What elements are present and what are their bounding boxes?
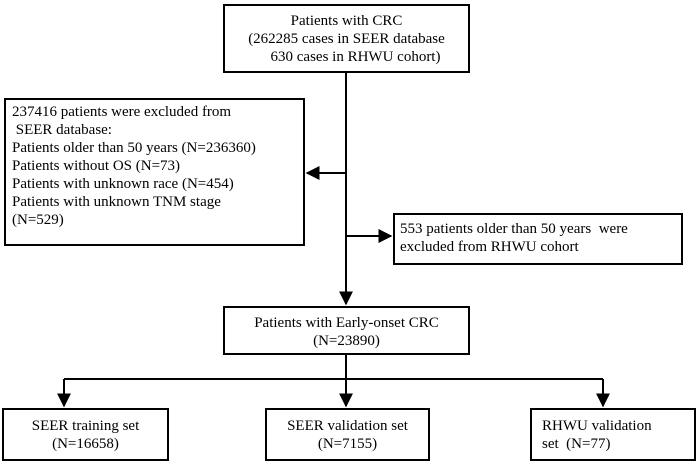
box-text-line: excluded from RHWU cohort: [400, 239, 579, 255]
box-text-line: SEER training set: [31, 418, 140, 434]
box-text-line: 553 patients older than 50 years were: [400, 221, 628, 237]
box-text-line: Patients with unknown race (N=454): [12, 176, 234, 192]
box-text-line: Patients without OS (N=73): [12, 158, 181, 174]
box-text-line: 237416 patients were excluded from: [12, 104, 232, 120]
box-text-line: Patients with unknown TNM stage: [12, 194, 221, 210]
early-onset-crc-box: Patients with Early-onset CRC (N=23890): [223, 306, 470, 355]
seer-validation-set-box: SEER validation set (N=7155): [265, 408, 430, 461]
box-text-line: set (N=77): [542, 436, 611, 452]
seer-exclusion-box: 237416 patients were excluded from SEER …: [4, 98, 305, 246]
box-text-line: Patients with Early-onset CRC: [254, 315, 439, 331]
box-text-line: RHWU validation: [542, 418, 652, 434]
crc-patients-box: Patients with CRC (262285 cases in SEER …: [223, 4, 470, 73]
box-text-line: Patients with CRC: [290, 13, 403, 29]
box-text-line: (262285 cases in SEER database: [248, 31, 445, 47]
box-text-line: (N=23890): [313, 333, 380, 349]
rhwu-exclusion-box: 553 patients older than 50 years were ex…: [393, 213, 683, 265]
rhwu-validation-set-box: RHWU validation set (N=77): [530, 408, 696, 461]
box-text-line: SEER database:: [12, 122, 112, 138]
box-text-line: Patients older than 50 years (N=236360): [12, 140, 256, 156]
box-text-line: (N=16658): [52, 436, 119, 452]
box-text-line: (N=529): [12, 212, 64, 228]
seer-training-set-box: SEER training set (N=16658): [2, 408, 169, 461]
box-text-line: SEER validation set: [287, 418, 408, 434]
box-text-line: (N=7155): [317, 436, 378, 452]
box-text-line: 630 cases in RHWU cohort): [270, 49, 441, 65]
